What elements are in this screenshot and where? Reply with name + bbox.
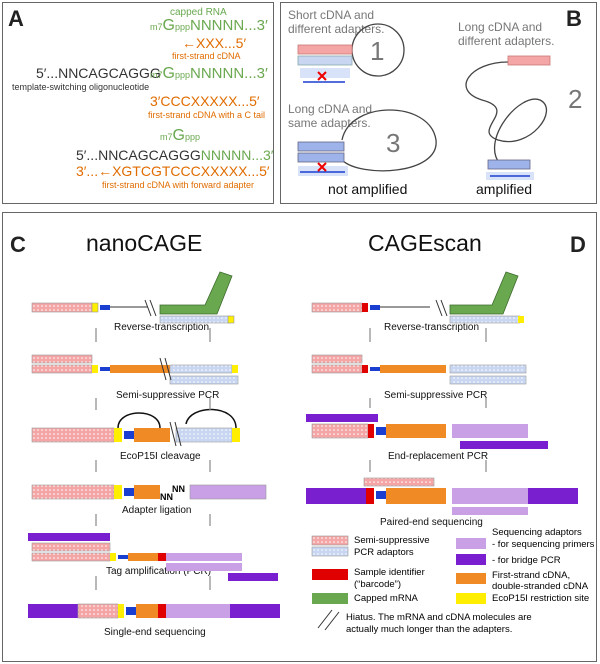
case2-blue-adapter	[487, 159, 531, 170]
case3-title: Long cDNA and same adapters.	[288, 102, 373, 130]
legend-double-stranded: double-stranded cDNA	[492, 581, 589, 592]
nn-label-2: NN	[172, 484, 185, 494]
tso-seq: 5′...NNCAGCAGGG	[36, 65, 161, 81]
panel-c-letter: C	[10, 232, 26, 257]
cap-structure: m7GpppNNNNN...3′	[150, 18, 268, 34]
capped-rna-label: capped RNA	[170, 7, 227, 18]
legend-for-bridge-pcr: - for bridge PCR	[492, 555, 561, 566]
panel-a-letter: A	[8, 6, 24, 31]
d-step-1: Reverse-transcription	[384, 322, 480, 333]
d-rt-construct	[311, 271, 524, 324]
legend-sequencing-adaptors: Sequencing adaptors	[492, 527, 582, 538]
m7-label: m7	[150, 70, 163, 80]
panel-d-title: CAGEscan	[368, 230, 482, 256]
c-ligation-construct	[31, 484, 267, 500]
d-step-2: Semi-suppressive PCR	[384, 390, 488, 401]
legend-hiatus-1: Hiatus. The mRNA and cDNA molecules are	[346, 612, 532, 623]
c-ecop-construct	[31, 408, 240, 447]
panel-b-letter: B	[566, 6, 582, 31]
d-endrep-construct	[306, 414, 548, 449]
fwd-top-rna: NNNNN...3′	[200, 147, 274, 163]
legend-first-strand: First-strand cDNA,	[492, 570, 571, 581]
rna-seq: NNNNN...3′	[190, 17, 268, 34]
first-strand-label: first-strand cDNA	[172, 51, 241, 61]
nn-label-1: NN	[160, 492, 173, 502]
fwd-label: first-strand cDNA with forward adapter	[102, 180, 255, 190]
fwd-top-seq: 5′...NNCAGCAGGG	[76, 147, 201, 163]
d-step-4: Paired-end sequencing	[380, 517, 483, 528]
legend-capped-mrna: Capped mRNA	[354, 593, 418, 604]
c-step-6: Single-end sequencing	[104, 627, 206, 638]
panel-c-title: nanoCAGE	[86, 230, 203, 256]
ctail-label: first-strand cDNA with a C tail	[148, 110, 266, 120]
c-seq-construct	[28, 603, 280, 619]
case3-blue-top	[297, 141, 345, 152]
amplified-label: amplified	[476, 181, 533, 197]
d-pcr1-construct	[311, 354, 527, 385]
case1-pink-adapter	[297, 44, 353, 55]
not-amplified-label: not amplified	[328, 181, 408, 197]
ppp-label: ppp	[174, 22, 190, 32]
first-strand-seq: ←XXX...5′	[182, 35, 247, 51]
panel-d-letter: D	[570, 232, 586, 257]
d-step-3: End-replacement PCR	[388, 451, 489, 462]
cap-structure-2: m7GpppNNNNN...3′	[150, 66, 268, 82]
c-step-5: Tag amplification (PCR)	[106, 566, 212, 577]
ctail-seq: 3′CCCXXXXX...5′	[150, 93, 260, 109]
case1-blue-adapter	[297, 55, 353, 66]
c-tag-construct	[28, 533, 278, 581]
ppp-label: ppp	[174, 70, 190, 80]
fwd-bottom-seq: 3′...←XGTCGTCCCXXXXX...5′	[76, 163, 270, 179]
step-arrows	[95, 328, 487, 590]
c-step-3: EcoP15I cleavage	[120, 451, 201, 462]
case3-primer-box	[298, 166, 348, 176]
legend-ecop: EcoP15I restriction site	[492, 593, 590, 604]
m7-label: m7	[150, 22, 163, 32]
c-step-4: Adapter ligation	[122, 505, 192, 516]
legend-for-sequencing-primers: - for sequencing primers	[492, 539, 595, 550]
legend-hiatus-2: actually much longer than the adapters.	[346, 624, 513, 635]
case3-x-mark	[317, 162, 327, 172]
case2-title: Long cDNA and different adapters.	[458, 20, 555, 48]
legend-swatches	[311, 535, 486, 631]
m7-label: m7	[160, 132, 173, 142]
case3-number: 3	[386, 128, 401, 158]
g-label: G	[162, 65, 175, 82]
case3-blue-bottom	[297, 152, 345, 163]
case1-title: Short cDNA and different adapters.	[288, 8, 385, 36]
case1-number: 1	[370, 36, 385, 66]
c-step-2: Semi-suppressive PCR	[116, 390, 220, 401]
g-label: G	[162, 17, 175, 34]
legend-barcode: (“barcode”)	[354, 579, 401, 590]
c-rt-construct	[31, 271, 235, 324]
tso-label: template-switching oligonucleotide	[12, 82, 150, 92]
case1-x-mark	[317, 71, 327, 81]
legend-semi-suppressive: Semi-suppressive	[354, 535, 430, 546]
c-pcr1-construct	[31, 354, 239, 385]
fwd-top-line: 5′...NNCAGCAGGGNNNNN...3′	[76, 148, 273, 162]
case2-strand	[465, 61, 547, 165]
c-step-1: Reverse-transcription	[114, 322, 210, 333]
panel-a	[2, 2, 274, 204]
g-label: G	[172, 127, 185, 144]
case2-pink-adapter	[507, 55, 551, 66]
legend-sample-identifier: Sample identifier	[354, 567, 425, 578]
case3-loop	[341, 109, 437, 172]
legend-pcr-adaptors: PCR adaptors	[354, 547, 414, 558]
ppp-label: ppp	[184, 132, 200, 142]
case2-number: 2	[568, 84, 583, 114]
d-paired-construct	[306, 477, 578, 515]
cap-structure-3: m7Gppp	[160, 128, 200, 144]
rna-seq: NNNNN...3′	[190, 65, 268, 82]
